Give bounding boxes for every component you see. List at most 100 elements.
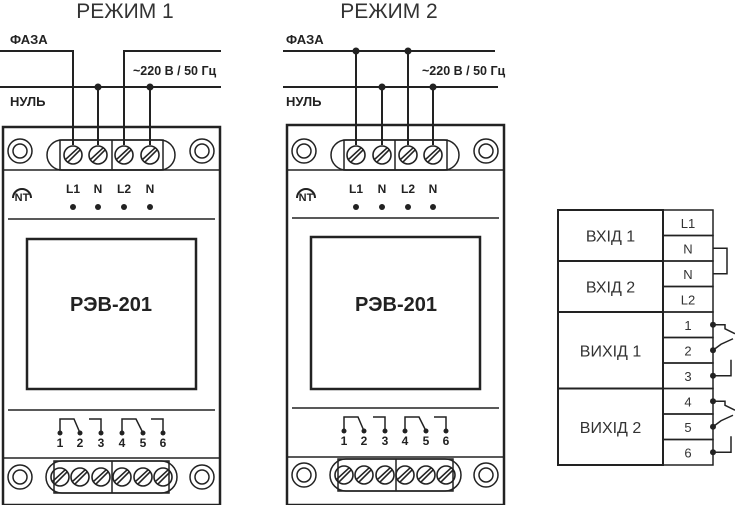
output-terminal-label: 1 <box>341 434 348 448</box>
input-terminal-label: N <box>94 182 103 196</box>
screw-icon <box>423 145 443 165</box>
mode-1-device-model: РЭВ-201 <box>70 294 152 316</box>
pin-group: ВХІД 1 L1N <box>557 209 714 262</box>
pin-group: ВИХІД 1 1 2 3 <box>557 311 714 390</box>
pin-label: 1 <box>684 318 691 333</box>
mode-1-neutral-label: НУЛЬ <box>10 94 45 109</box>
screw-icon <box>50 467 70 487</box>
output-terminal-label: 2 <box>77 436 84 450</box>
pin-group-name: ВХІД 1 <box>586 229 635 246</box>
mode-2-wires <box>283 50 498 145</box>
relay-contact-icon <box>59 418 81 434</box>
screw-icon <box>114 145 134 165</box>
mode-2-voltage-label: ~220 В / 50 Гц <box>422 64 506 78</box>
mode-1-title: РЕЖИМ 1 <box>76 0 174 23</box>
input-terminal-label: L2 <box>401 182 415 196</box>
indicator-led <box>430 204 436 210</box>
mode-1-voltage-label: ~220 В / 50 Гц <box>133 64 217 78</box>
pin-label: N <box>683 241 692 256</box>
output-terminal-label: 4 <box>119 436 126 450</box>
input-terminal-label: N <box>378 182 387 196</box>
pin-group-name: ВИХІД 2 <box>580 420 642 437</box>
input-terminal-label: L1 <box>349 182 363 196</box>
output-terminal-label: 4 <box>402 434 409 448</box>
mode-2-phase-label: ФАЗА <box>286 32 324 47</box>
junction-dot <box>94 83 102 91</box>
output-terminal-label: 3 <box>382 434 389 448</box>
indicator-led <box>379 204 385 210</box>
indicator-led <box>70 204 76 210</box>
junction-dot <box>378 83 386 91</box>
screw-icon <box>375 465 395 485</box>
svg-text:NT: NT <box>15 192 30 204</box>
screw-icon <box>70 467 90 487</box>
junction-dot <box>352 47 360 55</box>
indicator-led <box>95 204 101 210</box>
pin-label: L2 <box>681 292 695 307</box>
screw-icon <box>63 145 83 165</box>
mode-2-device-model: РЭВ-201 <box>355 294 437 316</box>
indicator-led <box>147 204 153 210</box>
mode-1-wires <box>0 50 221 145</box>
mode-2-device: NT РЭВ-201 <box>285 123 506 505</box>
output-terminal-label: 6 <box>160 436 167 450</box>
screw-icon <box>91 467 111 487</box>
output-terminal-label: 1 <box>57 436 64 450</box>
screw-icon <box>140 145 160 165</box>
pin-group-name: ВИХІД 1 <box>580 343 642 360</box>
mode-1-phase-label: ФАЗА <box>10 32 48 47</box>
output-terminal-label: 6 <box>443 434 450 448</box>
pin-label: L1 <box>681 216 695 231</box>
display-window <box>309 235 482 391</box>
mount-hole-icon <box>7 464 33 490</box>
output-terminal-label: 5 <box>423 434 430 448</box>
input-terminal-label: N <box>429 182 438 196</box>
relay-contact-icon <box>713 400 735 411</box>
screw-icon <box>354 465 374 485</box>
mount-hole-icon <box>189 464 215 490</box>
input-terminal-label: L1 <box>66 182 80 196</box>
mount-hole-icon <box>473 138 499 164</box>
logo-icon: NT <box>12 188 32 204</box>
input-terminal-label: N <box>146 182 155 196</box>
screw-icon <box>372 145 392 165</box>
output-terminal-label: 3 <box>98 436 105 450</box>
relay-contact-icon <box>713 324 735 335</box>
mode-2-neutral-label: НУЛЬ <box>286 94 321 109</box>
phase-wire-l2 <box>123 50 221 145</box>
junction-dot <box>429 83 437 91</box>
screw-icon <box>153 467 173 487</box>
phase-wire-l1 <box>0 50 74 145</box>
mode-1-device: NT РЭВ-201 <box>1 125 222 505</box>
screw-icon <box>398 145 418 165</box>
mode-1-diagram: РЕЖИМ 1 ФАЗА ~220 В / 50 Гц НУЛЬ <box>0 0 222 505</box>
pin-label: 3 <box>684 369 691 384</box>
logo-icon: NT <box>296 188 316 204</box>
relay-contact-icon <box>404 416 427 432</box>
mount-hole-icon <box>189 138 215 164</box>
junction-dot <box>404 47 412 55</box>
pin-group-name: ВХІД 2 <box>586 280 635 297</box>
svg-text:NT: NT <box>299 192 314 204</box>
screw-icon <box>133 467 153 487</box>
junction-dot <box>146 83 154 91</box>
input-terminal-label: L2 <box>117 182 131 196</box>
relay-contact-icon <box>343 416 365 432</box>
pin-label: 2 <box>684 343 691 358</box>
pin-label: 6 <box>684 445 691 460</box>
mount-hole-icon <box>473 462 499 488</box>
display-window <box>25 237 198 391</box>
screw-icon <box>88 145 108 165</box>
input-terminal-block <box>46 139 176 171</box>
screw-icon <box>346 145 366 165</box>
output-terminal-label: 2 <box>361 434 368 448</box>
screw-icon <box>416 465 436 485</box>
indicator-led <box>405 204 411 210</box>
neutral-bridge <box>713 247 728 275</box>
relay-contact-icon <box>121 418 144 434</box>
screw-icon <box>112 467 132 487</box>
mode-2-title: РЕЖИМ 2 <box>340 0 438 23</box>
